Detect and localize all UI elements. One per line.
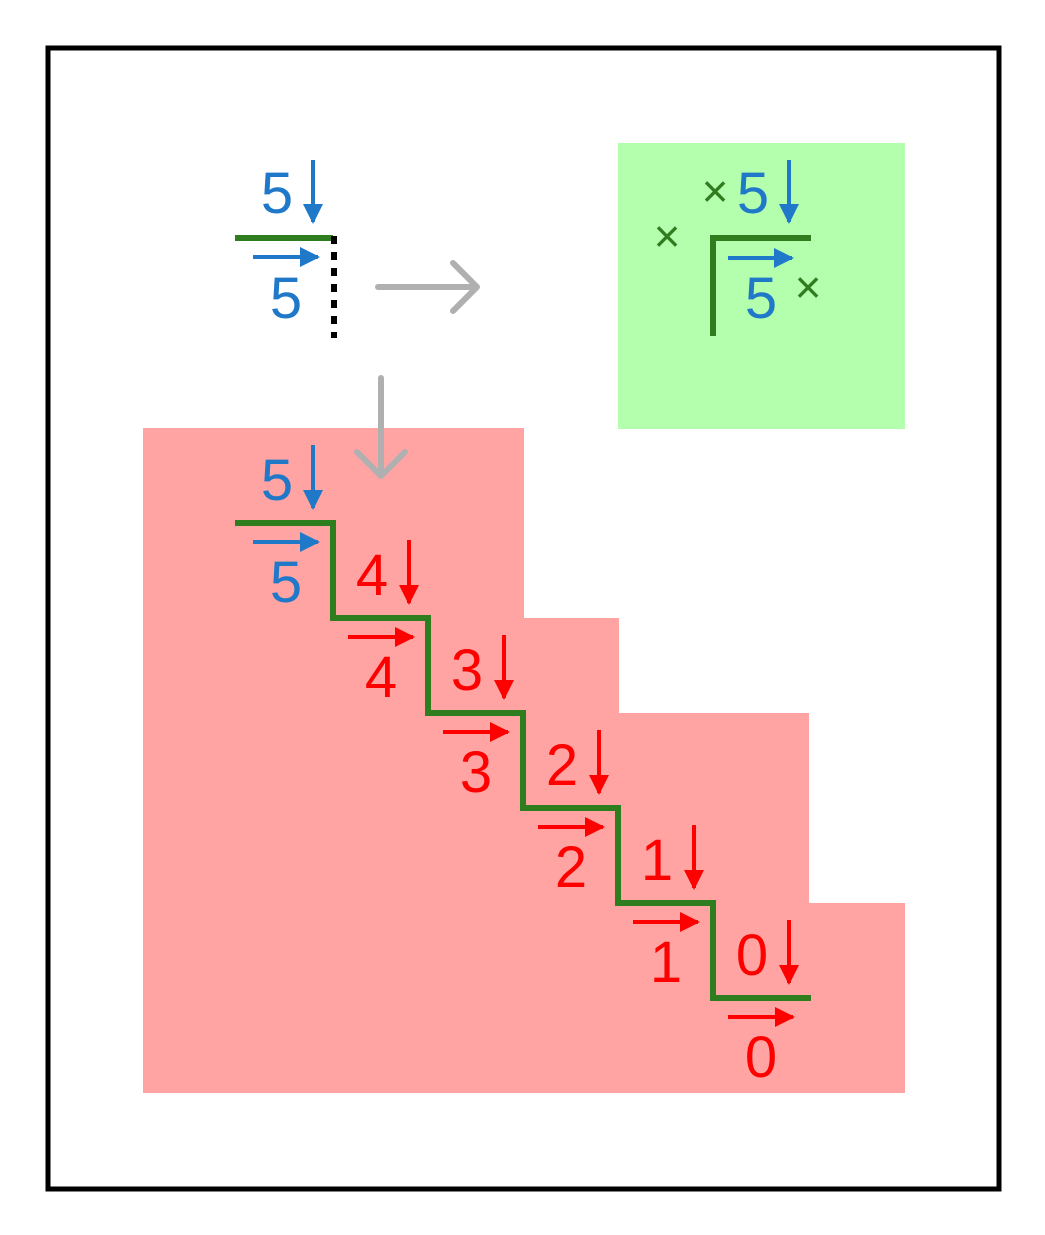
top-left-fragment: 5 5: [235, 160, 337, 338]
bottom-digit: 1: [650, 930, 682, 995]
staircase-step: 3 3: [443, 635, 514, 805]
staircase-step: 4 4: [348, 540, 419, 710]
top-digit: 0: [736, 923, 768, 988]
cross-icon: ×: [795, 261, 822, 313]
top-digit: 3: [451, 638, 483, 703]
bottom-digit: 5: [270, 550, 302, 615]
top-digit: 4: [356, 543, 388, 608]
down-arrow-icon: [354, 375, 408, 479]
bottom-digit: 5: [270, 266, 302, 331]
top-digit: 5: [261, 448, 293, 513]
green-corner-edge: [710, 235, 811, 336]
cross-icon: ×: [702, 165, 729, 217]
bottom-digit: 4: [365, 645, 397, 710]
cross-icon: ×: [654, 210, 681, 262]
bottom-digit: 3: [460, 740, 492, 805]
staircase-step: 0 0: [728, 920, 799, 1090]
bottom-digit: 0: [745, 1025, 777, 1090]
top-digit: 5: [737, 161, 769, 226]
green-box: [618, 143, 905, 429]
right-arrow-icon: [375, 260, 480, 314]
top-digit: 1: [641, 828, 673, 893]
staircase-step: 2 2: [538, 730, 609, 900]
top-digit: 5: [261, 161, 293, 226]
staircase-path: [235, 520, 811, 1001]
bottom-digit: 5: [745, 266, 777, 331]
top-digit: 2: [546, 733, 578, 798]
staircase-step: 1 1: [633, 825, 704, 995]
green-panel-fragment: × × 5 5 ×: [654, 160, 822, 336]
bottom-digit: 2: [555, 835, 587, 900]
staircase-start: 5 5: [253, 445, 323, 615]
